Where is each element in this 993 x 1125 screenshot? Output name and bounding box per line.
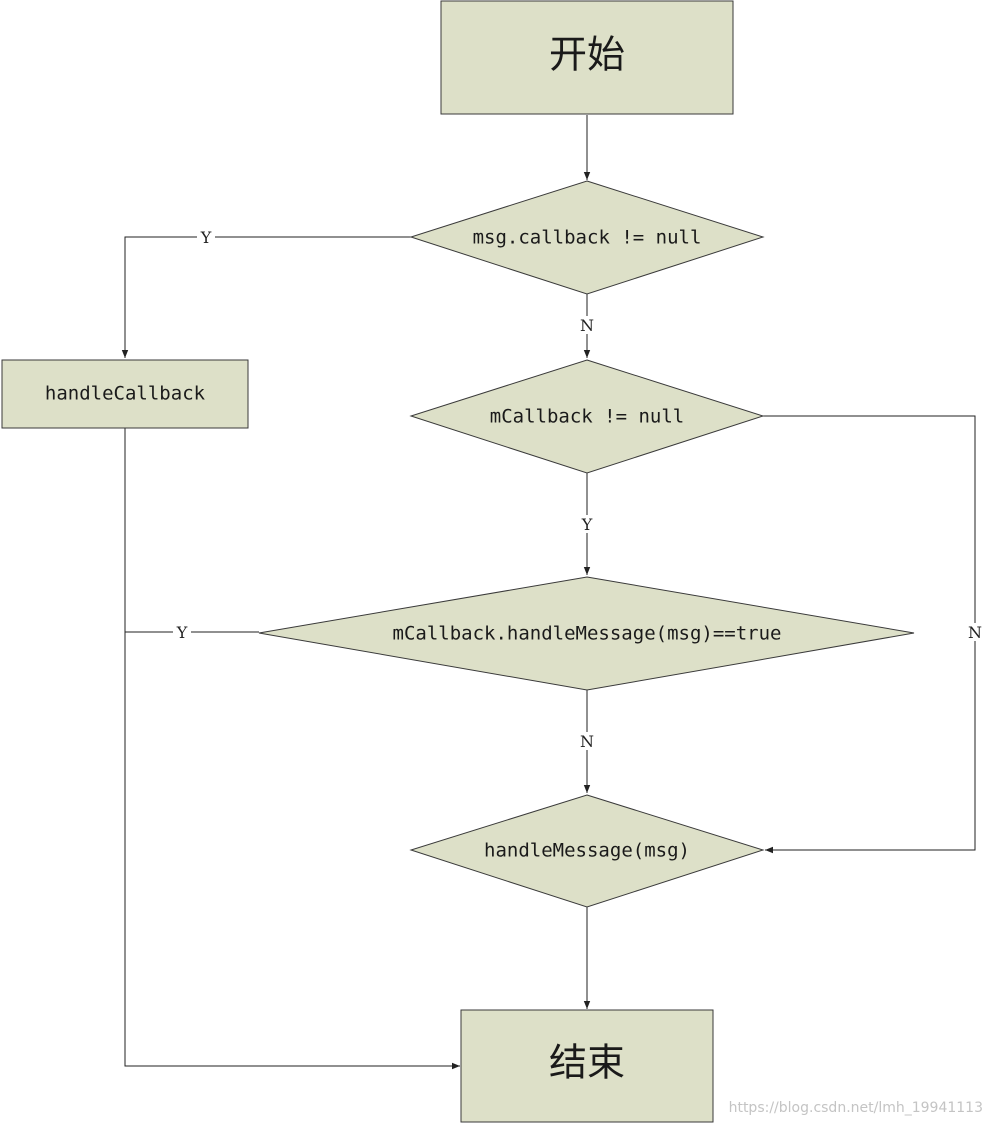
- edge-handle-callback-to-end: [124, 428, 460, 1070]
- label-check3-yes: Y: [176, 623, 188, 642]
- node-start: 开始: [440, 0, 734, 115]
- label-check2-yes: Y: [581, 515, 593, 534]
- label-check2-no: N: [968, 623, 982, 642]
- label-check3-no: N: [580, 732, 594, 751]
- node-handle-message-label: handleMessage(msg): [484, 840, 690, 862]
- label-check1-no: N: [580, 316, 594, 335]
- node-check-mcallback: mCallback != null: [409, 359, 765, 474]
- node-check-msg-callback: msg.callback != null: [409, 180, 765, 295]
- label-check1-yes: Y: [200, 228, 212, 247]
- edge-labels: Y N Y N Y N: [173, 228, 984, 751]
- node-check-handle-message: mCallback.handleMessage(msg)==true: [258, 576, 915, 691]
- node-end-label: 结束: [549, 1041, 625, 1085]
- node-check-mcallback-label: mCallback != null: [490, 406, 684, 428]
- node-handle-callback-label: handleCallback: [45, 383, 206, 405]
- node-start-label: 开始: [549, 33, 625, 77]
- node-check-handle-message-label: mCallback.handleMessage(msg)==true: [393, 623, 782, 645]
- node-check-msg-callback-label: msg.callback != null: [473, 227, 702, 249]
- node-handle-message: handleMessage(msg): [409, 794, 765, 908]
- node-end: 结束: [460, 1009, 714, 1123]
- node-handle-callback: handleCallback: [1, 359, 249, 429]
- edge-check1-yes: [121, 236, 411, 358]
- watermark: https://blog.csdn.net/lmh_19941113: [729, 1100, 983, 1116]
